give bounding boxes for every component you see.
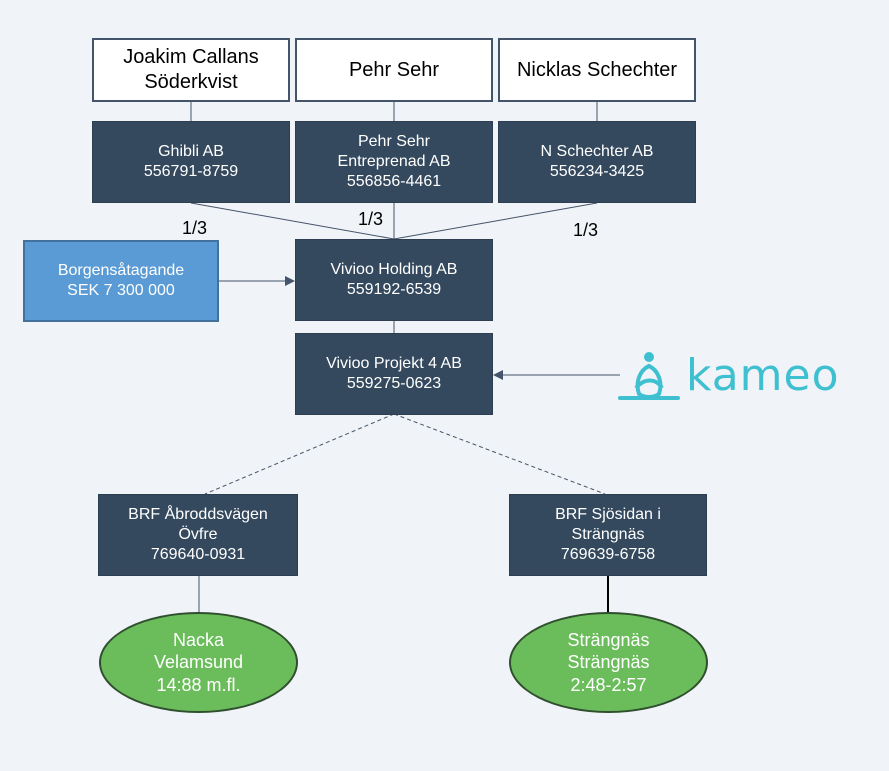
owner-company-orgnr-1: 556791-8759 <box>143 163 239 180</box>
guarantee-amount: SEK 7 300 000 <box>67 282 175 299</box>
property-1-line2: Velamsund <box>153 652 244 673</box>
holding-name: Vivioo Holding AB <box>330 261 458 278</box>
brf-orgnr-2: 769639-6758 <box>560 546 656 563</box>
property-2-line3: 2:48-2:57 <box>570 674 647 695</box>
owner-name-3: Nicklas Schechter <box>516 58 678 81</box>
holding-orgnr: 559192-6539 <box>346 281 442 298</box>
project-company-name: Vivioo Projekt 4 AB <box>326 355 462 372</box>
brf-orgnr-1: 769640-0931 <box>150 546 246 563</box>
project-company-orgnr: 559275-0623 <box>346 375 442 392</box>
owner-name-2: Pehr Sehr <box>348 58 440 81</box>
property-2-line2: Strängnäs <box>567 652 650 673</box>
brf-box-1: BRF Åbroddsvägen Övfre 769640-0931 <box>98 494 298 576</box>
owner-box-3: Nicklas Schechter <box>498 38 696 102</box>
owner-company-2: Pehr Sehr Entreprenad AB 556856-4461 <box>295 121 493 203</box>
guarantee-box: Borgensåtagande SEK 7 300 000 <box>23 240 219 322</box>
connector-ghibli-holding <box>190 202 395 240</box>
property-1-line3: 14:88 m.fl. <box>156 674 241 695</box>
owner-box-2: Pehr Sehr <box>295 38 493 102</box>
share-label-3: 1/3 <box>573 220 599 240</box>
connector-project-brf-2 <box>393 413 606 495</box>
owner-company-name-1: Ghibli AB <box>158 143 224 160</box>
guarantee-arrowhead <box>285 276 295 286</box>
owner-company-1: Ghibli AB 556791-8759 <box>92 121 290 203</box>
kameo-logo: kameo <box>618 346 868 406</box>
share-label-1: 1/3 <box>182 218 208 238</box>
property-2-line1: Strängnäs <box>567 629 650 650</box>
holding-box: Vivioo Holding AB 559192-6539 <box>295 239 493 321</box>
lender-arrowhead <box>493 370 503 380</box>
property-1-line1: Nacka <box>172 629 225 650</box>
brf-name-2: BRF Sjösidan i Strängnäs <box>555 506 661 543</box>
kameo-symbol-icon <box>618 352 680 400</box>
brf-name-1: BRF Åbroddsvägen Övfre <box>128 506 268 543</box>
property-ellipse-1: Nacka Velamsund 14:88 m.fl. <box>99 612 298 713</box>
kameo-wordmark: kameo <box>686 350 840 401</box>
owner-box-1: Joakim Callans Söderkvist <box>92 38 290 102</box>
owner-company-name-3: N Schechter AB <box>540 143 654 160</box>
connector-schechter-holding <box>393 202 598 240</box>
owner-company-orgnr-2: 556856-4461 <box>346 173 442 190</box>
project-company-box: Vivioo Projekt 4 AB 559275-0623 <box>295 333 493 415</box>
owner-company-orgnr-3: 556234-3425 <box>549 163 645 180</box>
connector-project-brf-1 <box>204 413 395 495</box>
owner-company-3: N Schechter AB 556234-3425 <box>498 121 696 203</box>
owner-name-1: Joakim Callans Söderkvist <box>123 46 259 93</box>
guarantee-label: Borgensåtagande <box>57 262 185 279</box>
brf-box-2: BRF Sjösidan i Strängnäs 769639-6758 <box>509 494 707 576</box>
owner-company-name-2: Pehr Sehr Entreprenad AB <box>337 133 451 170</box>
property-ellipse-2: Strängnäs Strängnäs 2:48-2:57 <box>509 612 708 713</box>
share-label-2: 1/3 <box>358 209 384 229</box>
